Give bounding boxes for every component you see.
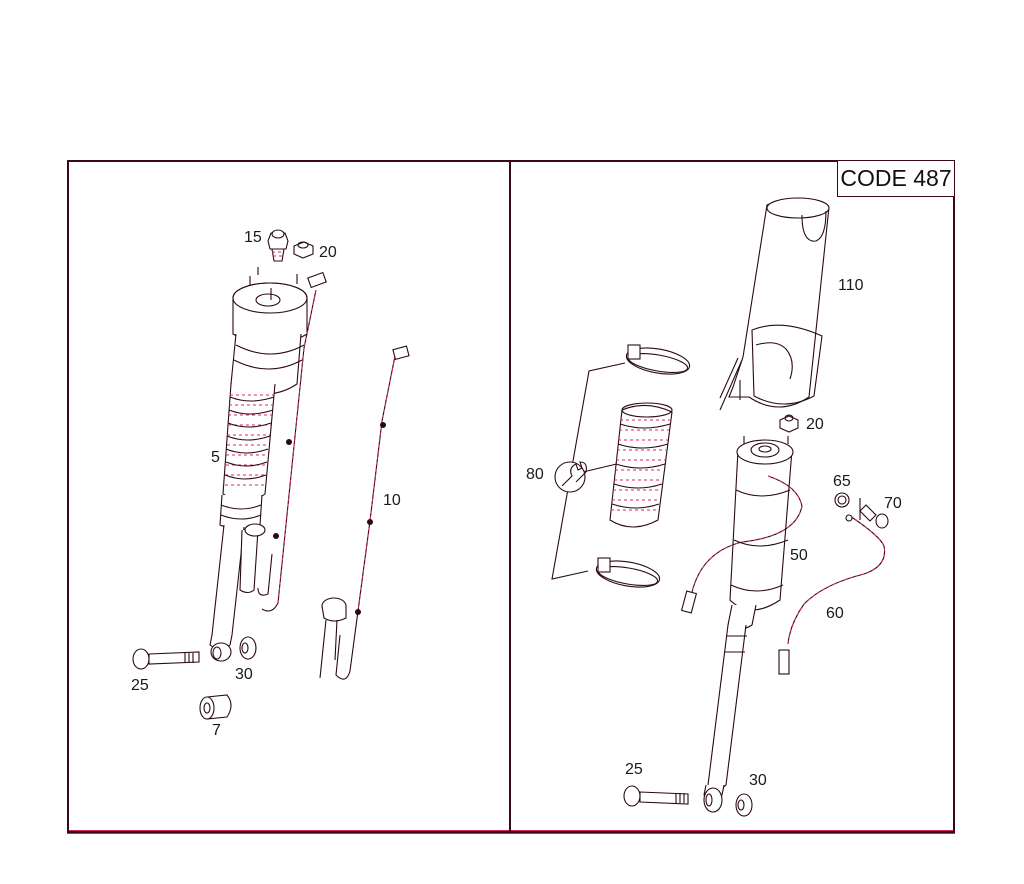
bushing-icon bbox=[199, 694, 232, 720]
callout-80[interactable]: 80 bbox=[526, 466, 544, 483]
clamp-icon bbox=[595, 557, 661, 588]
callout-60[interactable]: 60 bbox=[826, 605, 844, 622]
callout-7[interactable]: 7 bbox=[212, 722, 221, 739]
bellows-icon bbox=[609, 402, 673, 528]
code-label-box: CODE 487 bbox=[837, 161, 954, 197]
callout-25[interactable]: 25 bbox=[131, 677, 149, 694]
callout-5[interactable]: 5 bbox=[211, 449, 220, 466]
cable-icon bbox=[319, 345, 410, 680]
callout-15[interactable]: 15 bbox=[244, 229, 262, 246]
valve-icon bbox=[267, 229, 289, 262]
panel-divider bbox=[509, 161, 511, 832]
bolt-icon bbox=[132, 648, 200, 670]
callout-110[interactable]: 110 bbox=[838, 277, 864, 294]
nut-icon bbox=[735, 793, 753, 817]
callout-30[interactable]: 30 bbox=[749, 772, 767, 789]
nut-icon bbox=[779, 414, 799, 433]
air-strut-icon bbox=[209, 267, 308, 662]
clamp-icon bbox=[625, 344, 691, 375]
callout-20[interactable]: 20 bbox=[319, 244, 337, 261]
screw-icon bbox=[859, 498, 889, 529]
repair-kit-bracket bbox=[551, 362, 626, 580]
callout-30[interactable]: 30 bbox=[235, 666, 253, 683]
callout-20[interactable]: 20 bbox=[806, 416, 824, 433]
bolt-icon bbox=[623, 785, 689, 807]
line-icon bbox=[778, 514, 886, 675]
diagram-frame bbox=[67, 160, 955, 833]
nut-icon bbox=[239, 636, 257, 660]
nut-icon bbox=[293, 241, 314, 259]
callout-25[interactable]: 25 bbox=[625, 761, 643, 778]
callout-65[interactable]: 65 bbox=[833, 473, 851, 490]
callout-10[interactable]: 10 bbox=[383, 492, 401, 509]
cover-icon bbox=[719, 197, 830, 411]
callout-70[interactable]: 70 bbox=[884, 495, 902, 512]
wrench-icon bbox=[561, 461, 587, 487]
air-strut-icon bbox=[680, 436, 803, 813]
callout-50[interactable]: 50 bbox=[790, 547, 808, 564]
seal-ring-icon bbox=[834, 492, 850, 508]
